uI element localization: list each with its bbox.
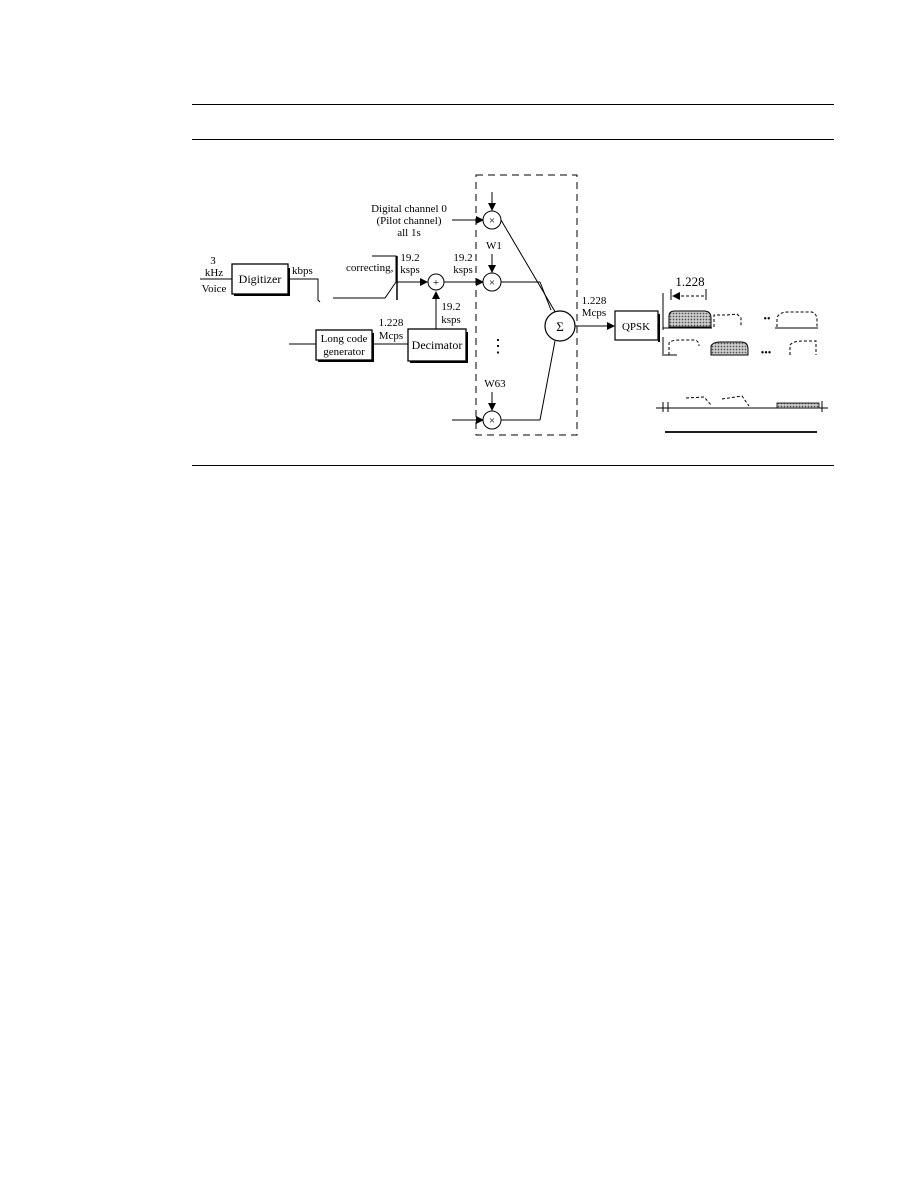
fec-rate: 19.2 bbox=[400, 252, 419, 264]
input-name-label: Voice bbox=[202, 283, 227, 295]
input-unit-label: kHz bbox=[205, 267, 223, 279]
spectrum-bandwidth-label: 1.228 bbox=[675, 274, 704, 289]
spectrum-diagram: 1.228 •• ••• bbox=[656, 274, 828, 433]
summer-node: Σ bbox=[544, 310, 576, 342]
pilot-label-2: (Pilot channel) bbox=[376, 215, 441, 227]
qpsk-modulator-block: QPSK bbox=[614, 310, 660, 342]
fec-label: correcting, bbox=[346, 262, 394, 274]
voice-input: 3 kHz Voice bbox=[200, 255, 232, 295]
walsh-63-label: W63 bbox=[484, 378, 506, 390]
fec-encoder: correcting, bbox=[333, 255, 398, 300]
decimator-label: Decimator bbox=[412, 338, 463, 352]
summer-symbol: Σ bbox=[556, 319, 564, 334]
digitizer-output-rate: kbps bbox=[292, 265, 313, 277]
xor-output-rate: 19.2 bbox=[453, 252, 472, 264]
spectrum-ellipsis-1: •• bbox=[763, 314, 770, 325]
summer-connections bbox=[500, 219, 558, 421]
fec-rate-unit: ksps bbox=[400, 264, 420, 276]
long-code-rate: 1.228 bbox=[379, 317, 404, 329]
multiplier-0-symbol: × bbox=[489, 215, 495, 227]
walsh-dashed-box bbox=[475, 174, 578, 436]
long-code-rate-unit: Mcps bbox=[379, 330, 403, 342]
input-value-label: 3 bbox=[210, 255, 216, 267]
decimator-rate: 19.2 bbox=[441, 301, 460, 313]
pilot-label-1: Digital channel 0 bbox=[371, 203, 447, 215]
traffic-channel-1: W1 × bbox=[482, 240, 502, 292]
bottom-rule bbox=[192, 465, 834, 466]
xor-node: + bbox=[427, 273, 445, 291]
sum-rate-unit: Mcps bbox=[582, 307, 606, 319]
long-code-label-1: Long code bbox=[321, 333, 368, 345]
multiplier-63-symbol: × bbox=[489, 415, 495, 427]
decimator-block: Decimator bbox=[407, 328, 468, 363]
top-rule-2 bbox=[192, 139, 834, 140]
digitizer-block: Digitizer bbox=[231, 263, 290, 296]
multiplier-1-symbol: × bbox=[489, 277, 495, 289]
qpsk-label: QPSK bbox=[622, 321, 650, 333]
long-code-label-2: generator bbox=[323, 346, 365, 358]
xor-symbol: + bbox=[433, 277, 439, 289]
pilot-channel: Digital channel 0 (Pilot channel) all 1s… bbox=[371, 192, 502, 239]
long-code-generator-block: Long code generator bbox=[289, 329, 374, 362]
vertical-ellipsis: ⋮ bbox=[489, 336, 507, 356]
top-rule-1 bbox=[192, 104, 834, 105]
pilot-label-3: all 1s bbox=[397, 227, 421, 239]
decimator-rate-unit: ksps bbox=[441, 314, 461, 326]
sum-rate: 1.228 bbox=[582, 295, 607, 307]
xor-output-unit: ksps bbox=[453, 264, 473, 276]
spectrum-ellipsis-2: ••• bbox=[761, 348, 772, 359]
digitizer-label: Digitizer bbox=[239, 272, 282, 286]
traffic-channel-63: W63 × bbox=[452, 378, 506, 430]
walsh-1-label: W1 bbox=[486, 240, 502, 252]
